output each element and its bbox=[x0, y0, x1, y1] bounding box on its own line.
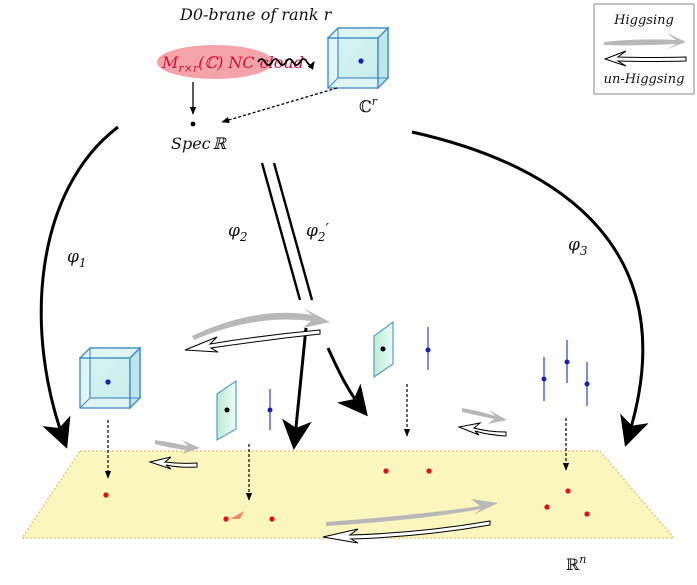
rn-label: ℝn bbox=[566, 553, 586, 574]
phi2-branch-right-arrow bbox=[326, 347, 368, 417]
legend-higgsing-arrow bbox=[604, 33, 686, 49]
higgsing-arrow-left bbox=[155, 440, 200, 454]
phi2-label: φ2 bbox=[228, 221, 248, 244]
cube-cr bbox=[326, 26, 390, 90]
nc-cloud bbox=[157, 45, 273, 79]
phi2-branch-left-arrow bbox=[281, 327, 312, 450]
title-d0-brane: D0-brane of rank r bbox=[179, 5, 333, 24]
unhiggsing-arrow-left bbox=[148, 456, 198, 470]
legend-box bbox=[593, 3, 695, 95]
rn-points bbox=[103, 468, 590, 522]
unhiggsing-arrow-top bbox=[184, 329, 321, 353]
phi2-prime-label: φ2′ bbox=[306, 220, 330, 244]
cube-small bbox=[78, 346, 142, 410]
phi2-line-b bbox=[272, 162, 314, 301]
phi3-arrow bbox=[411, 130, 649, 447]
unhiggsing-arrow-right bbox=[457, 422, 507, 437]
spec-point bbox=[190, 121, 196, 127]
phi1-arrow bbox=[39, 125, 119, 449]
phi3-label: φ3 bbox=[568, 235, 588, 258]
cube-to-spec-arrow bbox=[221, 87, 338, 124]
wavy-arrow bbox=[257, 58, 315, 70]
legend-unhiggsing-label: un-Higgsing bbox=[604, 72, 685, 87]
higgsing-arrow-top bbox=[192, 308, 330, 340]
phi1-label: φ1 bbox=[67, 247, 87, 270]
config-sheet-line-2 bbox=[373, 320, 431, 379]
legend-unhiggsing-arrow bbox=[603, 50, 687, 67]
config-three-lines bbox=[541, 340, 590, 406]
rn-plane bbox=[20, 450, 676, 539]
cr-label: ℂr bbox=[359, 95, 378, 116]
phi2-line-a bbox=[260, 162, 302, 301]
legend-higgsing-label: Higgsing bbox=[613, 13, 674, 28]
config-sheet-line-1 bbox=[216, 379, 273, 442]
unhiggsing-arrow-bottom bbox=[322, 520, 491, 544]
higgsing-arrow-bottom bbox=[326, 499, 498, 526]
higgsing-arrow-right bbox=[462, 408, 507, 424]
